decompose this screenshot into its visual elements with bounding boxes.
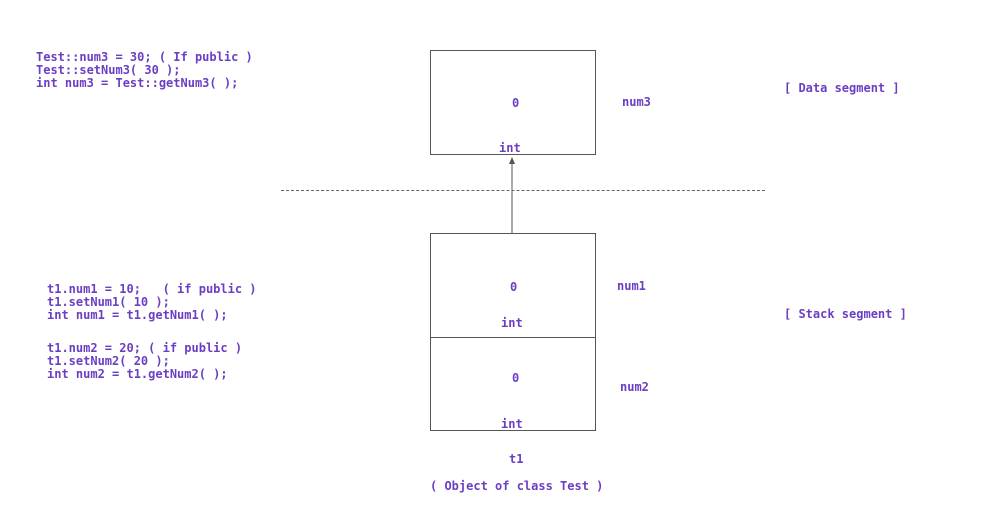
code-line: t1.num1 = 10; ( if public ) [47,282,257,296]
code-line: int num3 = Test::getNum3( ); [36,76,239,90]
object-name: t1 [509,452,524,466]
num1-code-block: t1.num1 = 10; ( if public ) t1.setNum1( … [47,283,257,322]
code-line: t1.num2 = 20; ( if public ) [47,341,243,355]
code-line: int num1 = t1.getNum1( ); [47,308,228,322]
num3-name: num3 [622,95,651,109]
code-line: int num2 = t1.getNum2( ); [47,367,228,381]
code-line: Test::setNum3( 30 ); [36,63,181,77]
num1-value: 0 [510,280,518,294]
object-caption: ( Object of class Test ) [430,479,604,493]
num2-name: num2 [620,380,649,394]
num1-type: int [501,316,523,330]
num2-code-block: t1.num2 = 20; ( if public ) t1.setNum2( … [47,342,242,381]
num3-value: 0 [512,96,520,110]
data-segment-label: [ Data segment ] [784,81,900,95]
static-code-block: Test::num3 = 30; ( If public ) Test::set… [36,51,253,90]
code-line: Test::num3 = 30; ( If public ) [36,50,253,64]
num2-value: 0 [512,371,520,385]
stack-segment-label: [ Stack segment ] [784,307,907,321]
code-line: t1.setNum1( 10 ); [47,295,170,309]
num3-type: int [499,141,521,155]
num2-type: int [501,417,523,431]
segment-divider [281,190,765,191]
code-line: t1.setNum2( 20 ); [47,354,170,368]
num2-memory-box [430,337,596,431]
num3-memory-box [430,50,596,155]
num1-name: num1 [617,279,646,293]
